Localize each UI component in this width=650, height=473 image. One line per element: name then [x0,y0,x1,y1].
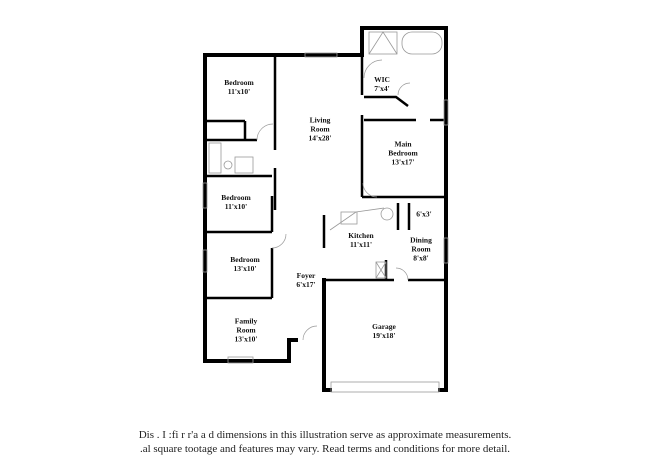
room-dimensions: 13'x17' [391,157,415,167]
room-dimensions: 7'x4' [374,84,390,93]
room-name: Room [411,244,431,254]
room-dimensions: 6'x3' [416,209,432,219]
room-name: Room [236,325,256,335]
room-name: Kitchen [348,231,374,240]
disclaimer-line-1: Dis . I :fi r r'a a d dimensions in this… [138,429,512,441]
room-label-closet-6x3: 6'x3' [416,210,431,219]
room-name: Room [310,124,330,134]
room-name: Bedroom [224,78,254,87]
room-name: Bedroom [221,193,251,202]
room-dimensions: 11'x10' [224,202,248,211]
room-dimensions: 6'x17' [296,280,316,289]
room-name: Main [394,139,412,149]
fixtures [202,31,449,393]
room-name: Bedroom [230,255,260,264]
room-name: Foyer [296,271,316,280]
room-dimensions: 13'x10' [233,264,257,273]
door-swings [256,59,411,341]
room-dimensions: 13'x10' [234,334,258,344]
room-name: Garage [372,322,396,331]
interior-walls [207,55,446,300]
room-name: WIC [374,75,390,84]
room-dimensions: 14'x28' [308,133,332,143]
room-name: Living [309,115,331,125]
room-dimensions: 11'x10' [227,87,251,96]
room-name: Dining [410,235,432,245]
disclaimer-line-2: .al square tootage and features may vary… [139,443,511,455]
room-dimensions: 19'x18' [372,331,396,340]
room-name: Family [234,316,258,326]
room-dimensions: 11'x11' [349,240,373,249]
room-name: Bedroom [388,148,418,158]
exterior-walls [203,26,448,392]
room-dimensions: 8'x8' [413,253,429,263]
